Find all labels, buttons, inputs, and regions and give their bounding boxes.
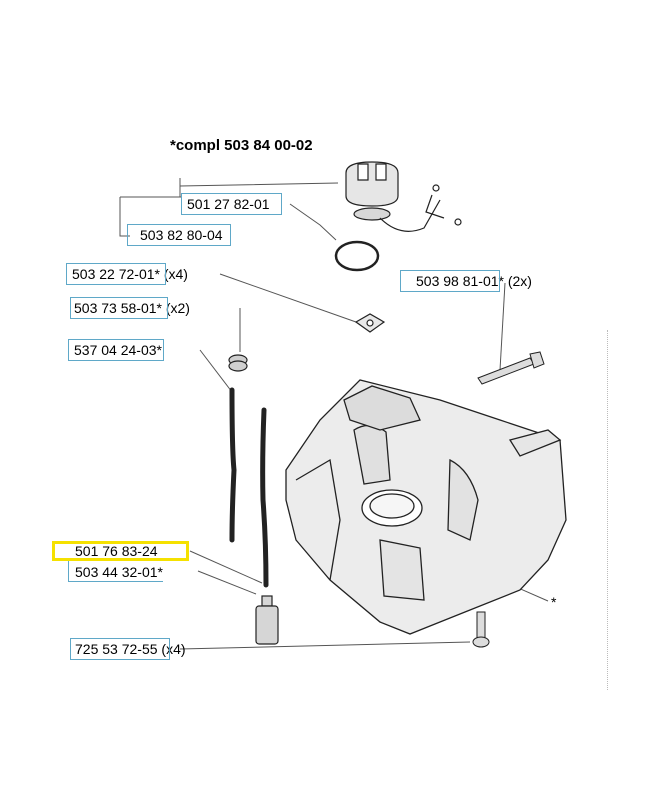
fuel-hose-2-icon [260, 407, 269, 588]
bolt-icon [472, 611, 490, 648]
fuel-tank-housing [285, 379, 567, 635]
part-label-503-82-80[interactable]: 503 82 80-04 [140, 227, 223, 243]
part-label-503-22-72[interactable]: 503 22 72-01* (x4) [72, 266, 188, 282]
fuel-hose-icon [229, 387, 237, 543]
part-label-503-44-32[interactable]: 503 44 32-01* [75, 564, 163, 580]
leader-cap [179, 178, 339, 197]
part-label-tank-asterisk[interactable]: * [551, 594, 557, 610]
highlight-box [52, 541, 189, 561]
leader-hose2 [189, 550, 263, 584]
screw-icon [477, 351, 545, 385]
fuel-cap-icon [345, 161, 462, 232]
fuel-filter-icon [255, 595, 279, 645]
grommet-icon [228, 354, 248, 372]
part-label-503-98-81[interactable]: 503 98 81-01* (2x) [416, 273, 532, 289]
leader-oring [289, 203, 337, 241]
leader-hose [199, 349, 233, 393]
leader-cap-bracket [119, 196, 182, 237]
leader-screw [499, 282, 506, 371]
leader-nut [219, 273, 357, 323]
assembly-title: *compl 503 84 00-02 [170, 137, 313, 154]
o-ring-icon [334, 240, 380, 272]
page-edge-line [607, 330, 608, 690]
nut-icon [354, 313, 386, 333]
part-label-501-27-82[interactable]: 501 27 82-01 [187, 196, 270, 212]
part-label-725-53-72[interactable]: 725 53 72-55 (x4) [75, 641, 186, 657]
leader-bolt [179, 641, 471, 650]
part-label-503-73-58[interactable]: 503 73 58-01* (x2) [74, 300, 190, 316]
part-label-537-04-24[interactable]: 537 04 24-03* [74, 342, 162, 358]
part-label-501-76-83[interactable]: 501 76 83-24 [75, 543, 158, 559]
leader-filter [197, 570, 257, 595]
